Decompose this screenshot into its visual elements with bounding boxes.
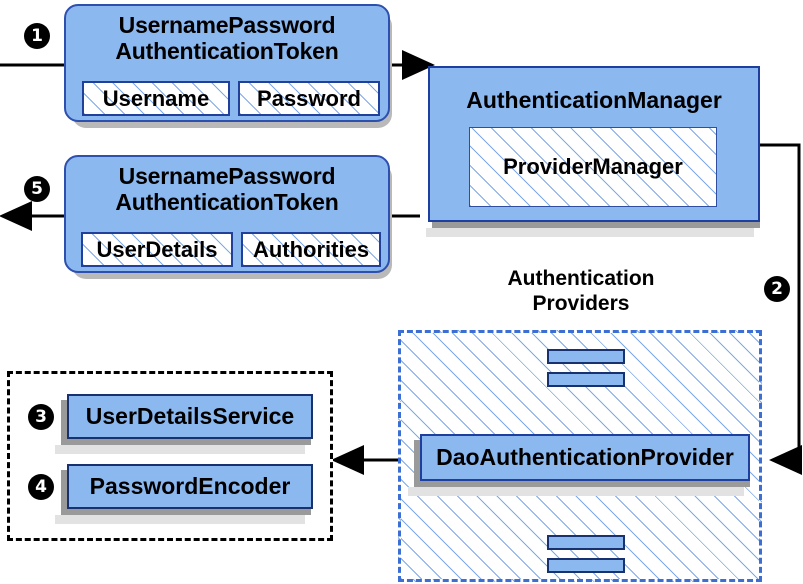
step-1-badge: 1 bbox=[24, 23, 50, 49]
authentication-manager-title: AuthenticationManager bbox=[466, 87, 722, 113]
provider-bar-top-1 bbox=[547, 349, 625, 364]
dao-authentication-provider-box: DaoAuthenticationProvider bbox=[420, 434, 750, 481]
dao-provider-shadow-light bbox=[408, 487, 744, 496]
provider-manager-box: ProviderManager bbox=[469, 127, 717, 207]
step-2-badge: 2 bbox=[764, 276, 790, 302]
arrow-manager-to-provider bbox=[760, 143, 802, 475]
response-token-card: UsernamePassword AuthenticationToken Use… bbox=[64, 155, 390, 273]
authentication-manager-box: AuthenticationManager ProviderManager bbox=[428, 66, 760, 222]
request-token-field-password: Password bbox=[238, 81, 380, 116]
userdetailsservice-chip: UserDetailsService bbox=[67, 394, 313, 439]
response-token-title-line-1: UsernamePassword bbox=[118, 163, 336, 189]
providers-caption-line-2: Providers bbox=[532, 292, 630, 315]
provider-bar-top-2 bbox=[547, 372, 625, 387]
response-token-title-line-2: AuthenticationToken bbox=[115, 189, 339, 215]
request-token-field-username: Username bbox=[82, 81, 230, 116]
authentication-manager-shadow-light bbox=[426, 228, 754, 237]
step-4-badge: 4 bbox=[28, 474, 54, 500]
passwordencoder-chip: PasswordEncoder bbox=[67, 464, 313, 509]
response-token-field-userdetails: UserDetails bbox=[81, 232, 233, 267]
passwordencoder-label: PasswordEncoder bbox=[89, 473, 291, 499]
provider-bar-bottom-2 bbox=[547, 558, 625, 573]
provider-bar-bottom-1 bbox=[547, 535, 625, 550]
request-token-title-line-2: AuthenticationToken bbox=[115, 38, 339, 64]
dao-authentication-provider-label: DaoAuthenticationProvider bbox=[436, 444, 734, 470]
step-5-badge: 5 bbox=[24, 176, 50, 202]
request-token-title-line-1: UsernamePassword bbox=[118, 12, 336, 38]
userdetailsservice-label: UserDetailsService bbox=[85, 403, 295, 429]
userdetailsservice-shadow-light bbox=[55, 445, 305, 454]
response-token-field-authorities: Authorities bbox=[241, 232, 381, 267]
step-3-badge: 3 bbox=[28, 404, 54, 430]
request-token-card: UsernamePassword AuthenticationToken Use… bbox=[64, 4, 390, 122]
providers-caption-line-1: Authentication bbox=[507, 267, 655, 290]
providers-group-caption: Authentication Providers bbox=[455, 266, 707, 316]
passwordencoder-shadow-light bbox=[55, 515, 305, 524]
